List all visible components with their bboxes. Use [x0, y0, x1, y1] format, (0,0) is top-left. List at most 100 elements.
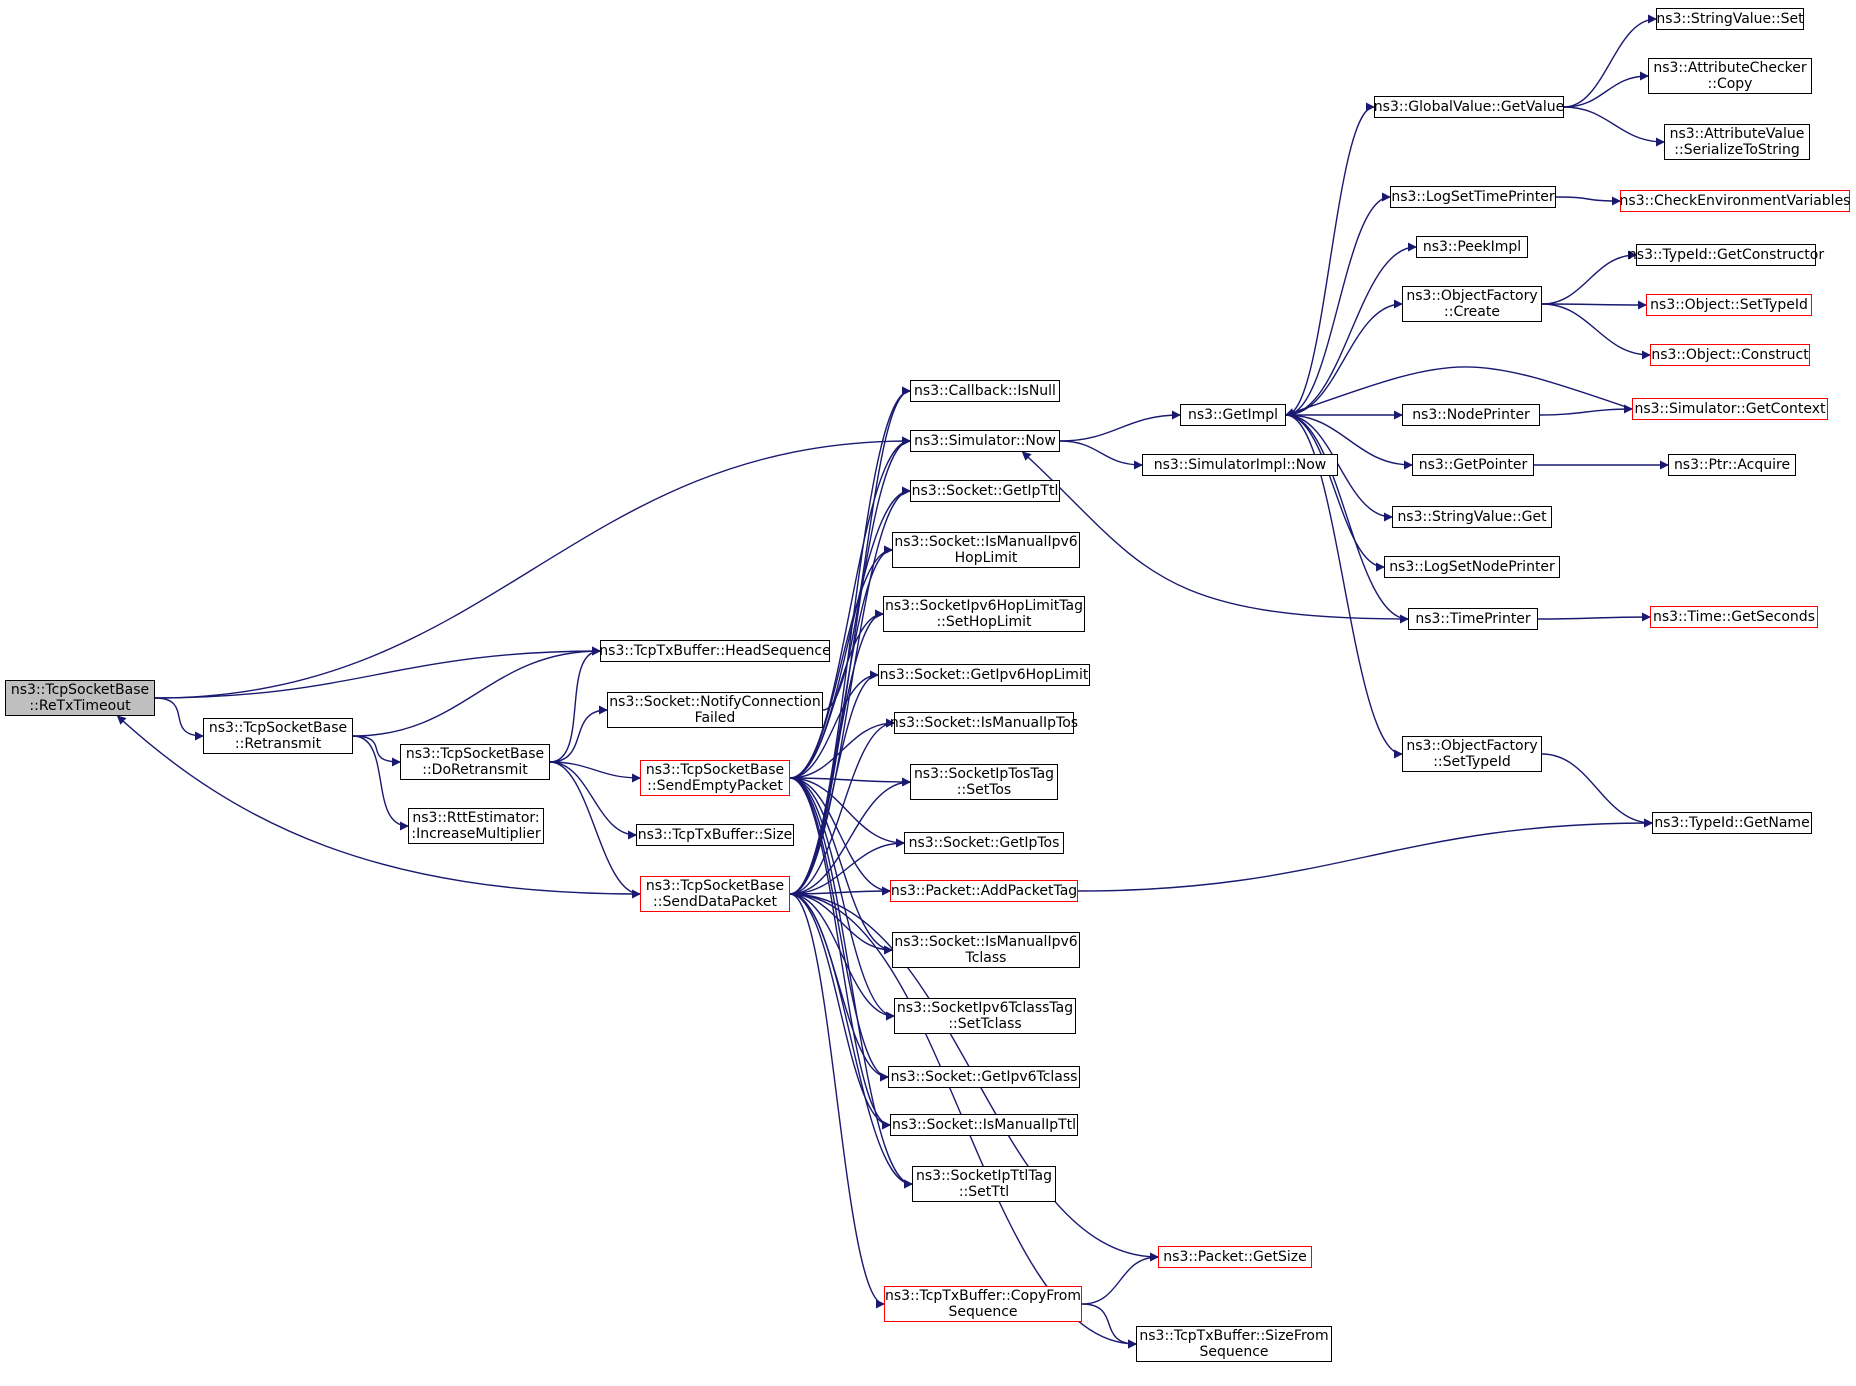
- edge-getimpl-to-getpointer: [1285, 414, 1413, 470]
- node-objconstruct[interactable]: ns3::Object::Construct: [1650, 344, 1810, 366]
- node-sethoplimit[interactable]: ns3::SocketIpv6HopLimitTag::SetHopLimit: [883, 596, 1085, 632]
- node-getseconds[interactable]: ns3::Time::GetSeconds: [1650, 606, 1818, 628]
- node-label-line: ns3::SocketIpv6HopLimitTag: [885, 598, 1083, 614]
- edge-retx-to-retransmit: [154, 697, 204, 741]
- node-label-line: ns3::SocketIpTosTag: [913, 766, 1055, 782]
- edge-senddata-to-retx: [116, 715, 641, 895]
- node-label-line: ::SendEmptyPacket: [647, 778, 783, 794]
- node-getipttl[interactable]: ns3::Socket::GetIpTtl: [910, 480, 1060, 502]
- node-getcontext[interactable]: ns3::Simulator::GetContext: [1632, 398, 1828, 420]
- node-getname[interactable]: ns3::TypeId::GetName: [1652, 812, 1812, 834]
- edge-sendempty-to-settos: [789, 777, 911, 787]
- node-label-line: ns3::Time::GetSeconds: [1653, 609, 1815, 625]
- edge-getimpl-to-strget: [1285, 414, 1393, 522]
- node-ptracquire[interactable]: ns3::Ptr::Acquire: [1668, 454, 1796, 476]
- node-label-line: ns3::TcpTxBuffer::CopyFrom: [885, 1288, 1081, 1304]
- edge-nodeprinter-to-getcontext: [1539, 404, 1633, 416]
- node-simimplnow[interactable]: ns3::SimulatorImpl::Now: [1142, 454, 1338, 476]
- edge-copyfrom-to-pktsize: [1081, 1252, 1159, 1305]
- node-label-line: ::SetTos: [956, 782, 1012, 798]
- node-getctor[interactable]: ns3::TypeId::GetConstructor: [1628, 244, 1824, 266]
- node-label-line: ns3::TcpTxBuffer::Size: [637, 827, 793, 843]
- node-label-line: ns3::Socket::IsManualIpv6: [894, 934, 1078, 950]
- node-headseq[interactable]: ns3::TcpTxBuffer::HeadSequence: [599, 640, 831, 662]
- node-label-line: ::SerializeToString: [1674, 142, 1800, 158]
- node-label-line: ns3::SimulatorImpl::Now: [1153, 457, 1327, 473]
- node-label-line: ns3::SocketIpTtlTag: [916, 1168, 1053, 1184]
- node-txsize[interactable]: ns3::TcpTxBuffer::Size: [636, 824, 794, 846]
- node-logtime[interactable]: ns3::LogSetTimePrinter: [1390, 186, 1556, 208]
- node-peekimpl[interactable]: ns3::PeekImpl: [1416, 236, 1528, 258]
- node-ofsettype[interactable]: ns3::ObjectFactory::SetTypeId: [1402, 736, 1542, 772]
- node-label-line: Tclass: [965, 950, 1007, 966]
- node-label-line: ns3::StringValue::Set: [1656, 11, 1804, 27]
- node-label-line: ns3::GetPointer: [1418, 457, 1528, 473]
- node-sendempty[interactable]: ns3::TcpSocketBase::SendEmptyPacket: [640, 760, 790, 796]
- node-gettclass[interactable]: ns3::Socket::GetIpv6Tclass: [888, 1066, 1080, 1088]
- node-label-line: ns3::Socket::GetIpTtl: [911, 483, 1059, 499]
- node-objsettype[interactable]: ns3::Object::SetTypeId: [1646, 294, 1812, 316]
- node-label-line: ns3::AttributeChecker: [1653, 60, 1807, 76]
- node-label-line: ns3::Packet::GetSize: [1163, 1249, 1307, 1265]
- node-pktsize[interactable]: ns3::Packet::GetSize: [1158, 1246, 1312, 1268]
- node-getpointer[interactable]: ns3::GetPointer: [1412, 454, 1534, 476]
- node-retransmit[interactable]: ns3::TcpSocketBase::Retransmit: [203, 718, 353, 754]
- node-ismantos[interactable]: ns3::Socket::IsManualIpTos: [890, 712, 1078, 734]
- node-label-line: ns3::Simulator::GetContext: [1634, 401, 1826, 417]
- edge-retransmit-to-doretransmit: [352, 735, 401, 767]
- node-label-line: Failed: [694, 710, 736, 726]
- node-accopy[interactable]: ns3::AttributeChecker::Copy: [1648, 58, 1812, 94]
- node-gethoplimit[interactable]: ns3::Socket::GetIpv6HopLimit: [878, 664, 1090, 686]
- node-label-line: Sequence: [1199, 1344, 1269, 1360]
- node-timeprinter[interactable]: ns3::TimePrinter: [1408, 608, 1538, 630]
- node-checkenv[interactable]: ns3::CheckEnvironmentVariables: [1620, 190, 1850, 212]
- edge-senddata-to-gethoplimit: [789, 670, 879, 895]
- node-strset[interactable]: ns3::StringValue::Set: [1656, 8, 1804, 30]
- node-avser[interactable]: ns3::AttributeValue::SerializeToString: [1664, 124, 1810, 160]
- node-label-line: ns3::TcpTxBuffer::SizeFrom: [1139, 1328, 1329, 1344]
- node-getiptos[interactable]: ns3::Socket::GetIpTos: [904, 832, 1064, 854]
- node-label-line: ns3::GetImpl: [1187, 407, 1278, 423]
- edge-gvget-to-accopy: [1563, 71, 1649, 108]
- node-label-line: ns3::Callback::IsNull: [914, 383, 1056, 399]
- edge-timeprinter-to-simnow: [1021, 451, 1409, 620]
- node-ismanttl[interactable]: ns3::Socket::IsManualIpTtl: [890, 1114, 1078, 1136]
- edge-senddata-to-setttl: [789, 893, 913, 1189]
- node-label-line: ns3::Object::Construct: [1651, 347, 1809, 363]
- node-addtag[interactable]: ns3::Packet::AddPacketTag: [890, 880, 1078, 902]
- edge-getimpl-to-timeprinter: [1285, 414, 1409, 624]
- node-getimpl[interactable]: ns3::GetImpl: [1180, 404, 1286, 426]
- node-retx[interactable]: ns3::TcpSocketBase::ReTxTimeout: [5, 680, 155, 716]
- edge-ofcreate-to-getctor: [1541, 250, 1637, 305]
- node-gvget[interactable]: ns3::GlobalValue::GetValue: [1374, 96, 1564, 118]
- node-label-line: ns3::Socket::GetIpTos: [908, 835, 1060, 851]
- node-nodeprinter[interactable]: ns3::NodePrinter: [1402, 404, 1540, 426]
- node-strget[interactable]: ns3::StringValue::Get: [1392, 506, 1552, 528]
- edge-ofsettype-to-getname: [1541, 753, 1653, 828]
- node-settos[interactable]: ns3::SocketIpTosTag::SetTos: [910, 764, 1058, 800]
- edge-logtime-to-checkenv: [1555, 196, 1621, 206]
- node-label-line: ns3::GlobalValue::GetValue: [1373, 99, 1565, 115]
- node-label-line: ns3::Ptr::Acquire: [1673, 457, 1791, 473]
- node-simnow[interactable]: ns3::Simulator::Now: [910, 430, 1060, 452]
- node-rttinc[interactable]: ns3::RttEstimator::IncreaseMultiplier: [408, 808, 544, 844]
- node-ofcreate[interactable]: ns3::ObjectFactory::Create: [1402, 286, 1542, 322]
- node-lognode[interactable]: ns3::LogSetNodePrinter: [1384, 556, 1560, 578]
- node-settclass[interactable]: ns3::SocketIpv6TclassTag::SetTclass: [894, 998, 1076, 1034]
- node-setttl[interactable]: ns3::SocketIpTtlTag::SetTtl: [912, 1166, 1056, 1202]
- edge-senddata-to-copyfrom: [789, 893, 885, 1309]
- edge-retx-to-simnow: [154, 436, 911, 699]
- node-label-line: ns3::LogSetTimePrinter: [1391, 189, 1555, 205]
- node-isnull[interactable]: ns3::Callback::IsNull: [910, 380, 1060, 402]
- edge-senddata-to-sethoplimit: [789, 609, 884, 895]
- node-label-line: ns3::Object::SetTypeId: [1650, 297, 1808, 313]
- node-doretransmit[interactable]: ns3::TcpSocketBase::DoRetransmit: [400, 744, 550, 780]
- node-label-line: ns3::CheckEnvironmentVariables: [1619, 193, 1851, 209]
- edge-sendempty-to-gethoplimit: [789, 670, 879, 779]
- node-senddata[interactable]: ns3::TcpSocketBase::SendDataPacket: [640, 876, 790, 912]
